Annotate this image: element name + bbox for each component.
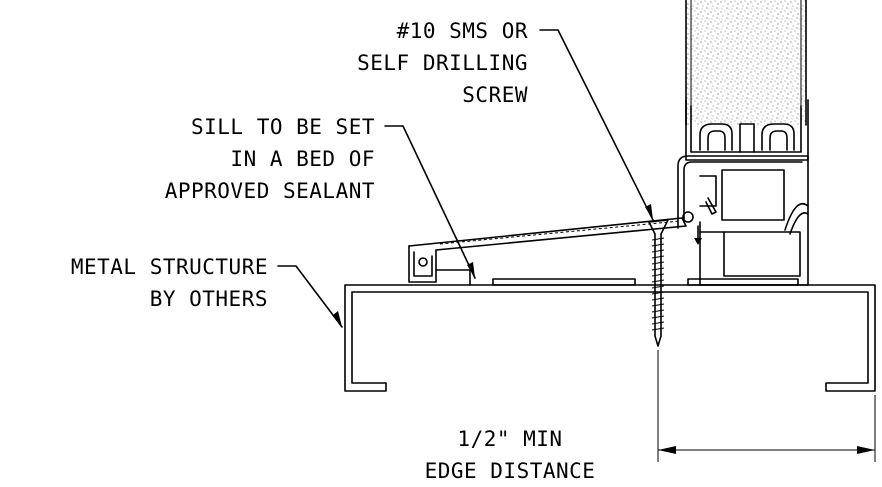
screw-note: #10 SMS OR SELF DRILLING SCREW bbox=[357, 19, 528, 107]
edge-note-line-1: 1/2" MIN bbox=[457, 427, 562, 451]
structure-note-line-2: BY OTHERS bbox=[150, 287, 268, 311]
sill-note-line-3: APPROVED SEALANT bbox=[165, 179, 375, 203]
screw-note-line-2: SELF DRILLING bbox=[357, 51, 528, 75]
sill-note-line-2: IN A BED OF bbox=[230, 147, 375, 171]
structure-note: METAL STRUCTURE BY OTHERS bbox=[71, 255, 268, 311]
edge-note: 1/2" MIN EDGE DISTANCE bbox=[425, 427, 596, 483]
edge-note-line-2: EDGE DISTANCE bbox=[425, 459, 596, 483]
screw bbox=[648, 219, 669, 347]
edge-distance-dimension bbox=[657, 350, 876, 462]
sill-note: SILL TO BE SET IN A BED OF APPROVED SEAL… bbox=[165, 115, 375, 203]
sill-note-line-1: SILL TO BE SET bbox=[191, 115, 375, 139]
frame-extrusion bbox=[677, 155, 809, 286]
glazing-adaptor bbox=[685, 99, 809, 161]
leader-lines bbox=[277, 29, 654, 328]
glass-panel bbox=[685, 0, 807, 126]
screw-note-line-3: SCREW bbox=[462, 83, 528, 107]
sloped-sill bbox=[408, 217, 799, 286]
metal-structure bbox=[344, 284, 876, 392]
structure-note-line-1: METAL STRUCTURE bbox=[71, 255, 268, 279]
screw-note-line-1: #10 SMS OR bbox=[397, 19, 528, 43]
